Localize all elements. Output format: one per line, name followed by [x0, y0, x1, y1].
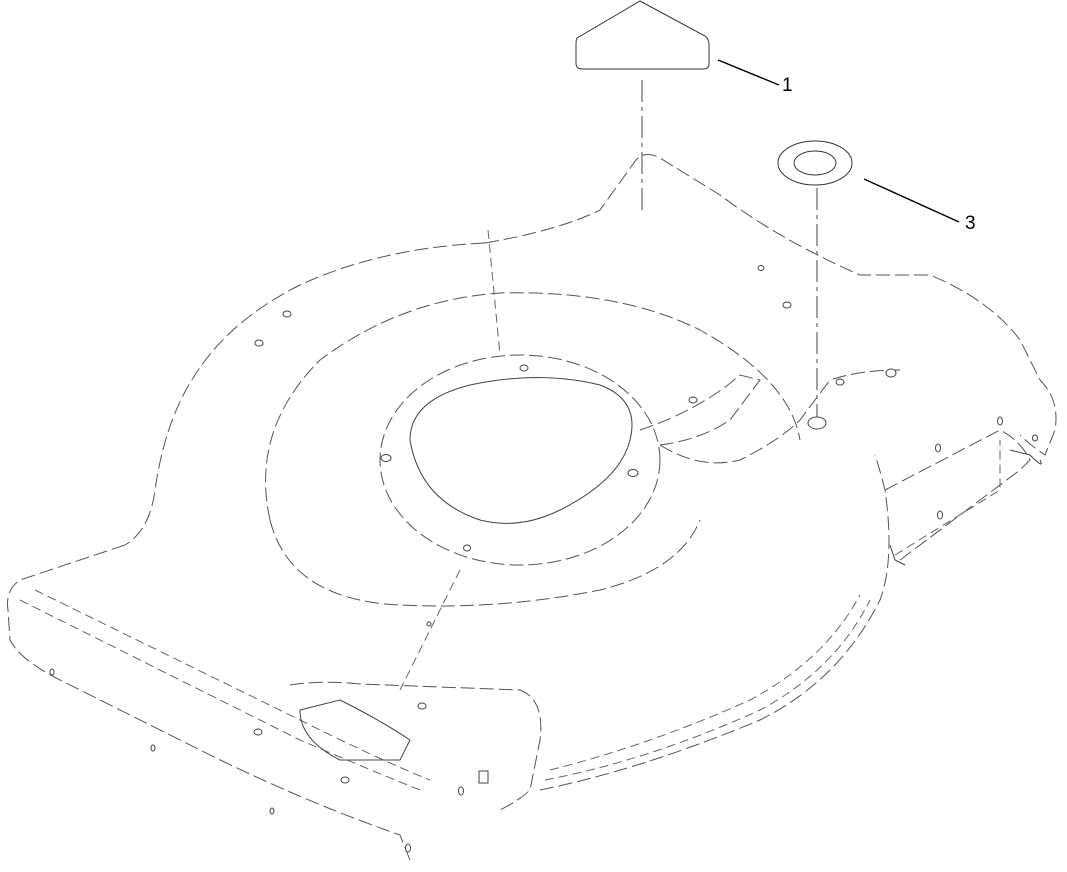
callout-1-label: 1 — [782, 75, 793, 96]
deck-body — [7, 154, 1057, 861]
callout-1-leader — [717, 59, 780, 86]
callout-3-label: 3 — [965, 213, 976, 234]
deck-holes — [49, 265, 1038, 853]
callout-3-leader — [863, 178, 960, 223]
part-3-washer — [777, 140, 960, 422]
part-1-plate — [575, 0, 780, 215]
